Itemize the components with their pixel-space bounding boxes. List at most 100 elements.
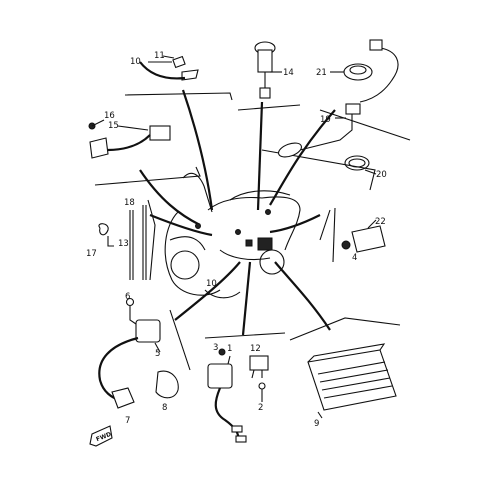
ignition-coil-5 (135, 319, 161, 343)
forward-arrow-shape (89, 425, 113, 447)
label-part-19: 19 (320, 115, 331, 125)
label-part-8: 8 (162, 403, 167, 413)
label-part-3: 3 (213, 343, 218, 353)
sender-arm (299, 108, 353, 151)
clamp-bolt (172, 55, 186, 69)
bracket-lower-center (204, 332, 286, 339)
scooter-front-wheel (170, 250, 200, 280)
label-part-17: 17 (86, 249, 97, 259)
part-relay-assembly (88, 119, 171, 159)
relay-15 (149, 125, 171, 141)
relay-bracket (89, 137, 109, 159)
part-cable-bands (98, 205, 147, 280)
label-part-4: 4 (352, 253, 357, 263)
main-switch-body (257, 49, 273, 73)
leader-22 (269, 214, 321, 234)
leader-line-22 (367, 219, 377, 229)
flasher-relay-1 (207, 363, 233, 389)
cdi-unit-fins (317, 361, 393, 399)
cushion-22 (351, 225, 386, 253)
leader-line-9 (317, 411, 323, 419)
screw-3 (218, 348, 226, 356)
scooter-floor (219, 249, 271, 261)
scooter-relay-location (245, 239, 253, 247)
leader-14 (256, 101, 264, 211)
high-tension-lead (98, 336, 139, 402)
scooter-rear-wheel (259, 249, 285, 275)
label-part-13: 13 (118, 239, 129, 249)
leader-11 (181, 89, 214, 211)
label-part-22: 22 (375, 217, 386, 227)
o-ring-outer (344, 155, 370, 171)
label-part-18: 18 (124, 198, 135, 208)
sender-float (277, 142, 303, 158)
o-ring-inner (348, 158, 366, 168)
leader-line-16 (91, 119, 105, 127)
bracket-right-middle (319, 209, 331, 241)
cdi-unit-top (307, 343, 386, 363)
band-13 (129, 210, 134, 280)
label-part-12: 12 (250, 344, 261, 354)
forward-arrow: FWD (89, 425, 113, 447)
label-part-11: 11 (154, 51, 165, 61)
part-ignition-coil (98, 297, 179, 409)
flasher-connector-b (235, 435, 247, 443)
scooter-fork (169, 236, 206, 251)
part-cushion (332, 207, 386, 263)
grommet-inner (349, 65, 367, 75)
leader-line-11 (162, 55, 175, 59)
nut-4 (341, 240, 351, 250)
label-part-9: 9 (314, 419, 319, 429)
main-switch-connector (259, 87, 271, 99)
part-labels: 1 2 3 4 5 6 7 8 9 10 10 11 12 13 14 15 1… (86, 51, 387, 429)
scooter-outline (164, 172, 301, 299)
band-18 (142, 205, 147, 280)
scooter-seat (229, 190, 291, 201)
scooter-body (207, 196, 301, 251)
scooter-lower-cover (204, 289, 241, 299)
leader-5 (174, 261, 241, 321)
label-part-14: 14 (283, 68, 294, 78)
flasher-wire (214, 387, 240, 441)
harness-clamp (181, 69, 199, 81)
part-o-ring (344, 155, 377, 175)
part-flasher (207, 348, 269, 443)
leader-9 (274, 261, 331, 331)
leader-1 (241, 261, 252, 336)
leader-line-15 (117, 125, 149, 131)
band-clip-17 (98, 223, 109, 236)
label-part-10-center: 10 (206, 279, 217, 289)
label-part-20: 20 (376, 170, 387, 180)
part-main-switch (254, 41, 282, 99)
bolt-2 (258, 382, 266, 390)
spark-plug-cap-7 (111, 387, 135, 409)
bracket-top-center (237, 104, 301, 111)
scooter-connector-b (265, 209, 271, 215)
scooter-connector-a (235, 229, 241, 235)
leader-18 (149, 213, 213, 237)
label-part-16: 16 (104, 111, 115, 121)
scooter-connector-c (195, 223, 201, 229)
label-part-5: 5 (155, 349, 160, 359)
part-cdi-unit (307, 343, 397, 419)
cdi-unit-body (307, 349, 397, 411)
part-fuel-sender (277, 103, 361, 158)
flasher-connector-a (231, 425, 243, 433)
label-part-6: 6 (125, 292, 130, 302)
bracket-top-left (124, 92, 233, 101)
scooter-front-shield (164, 211, 221, 296)
leader-line-5 (154, 342, 161, 353)
label-part-15: 15 (108, 121, 119, 131)
relay-12-pins (251, 369, 263, 379)
coil-mount (129, 306, 137, 325)
bracket-left-middle (147, 199, 156, 281)
part-harness-clamp (139, 55, 199, 81)
scooter-handlebar (182, 172, 213, 213)
relay-wire (107, 134, 151, 152)
leader-line-17 (107, 236, 114, 247)
sender-head (345, 103, 361, 115)
label-part-2: 2 (258, 403, 263, 413)
sender-connector (369, 39, 383, 51)
